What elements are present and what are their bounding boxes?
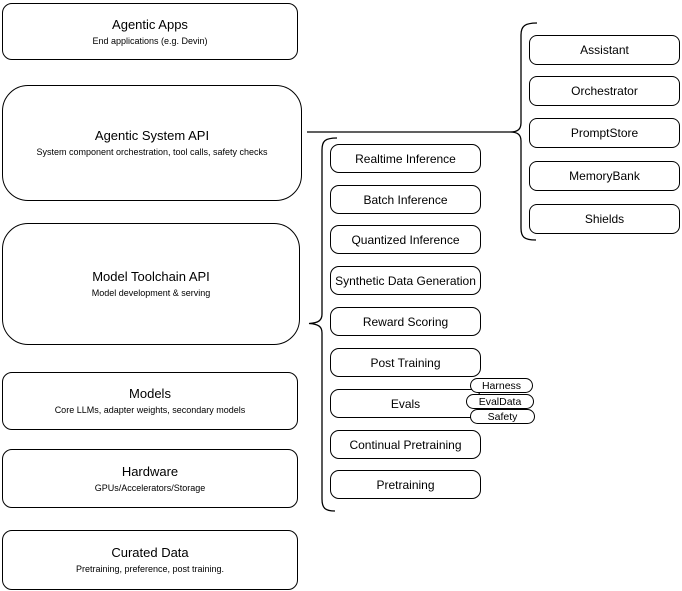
layer-title: Agentic System API bbox=[94, 128, 210, 143]
toolchain-node-post-training: Post Training bbox=[330, 348, 481, 377]
layer-agentic-apps: Agentic Apps End applications (e.g. Devi… bbox=[2, 3, 298, 60]
layer-subtitle: Pretraining, preference, post training. bbox=[75, 564, 225, 574]
layer-subtitle: Core LLMs, adapter weights, secondary mo… bbox=[54, 405, 246, 415]
components-brace bbox=[509, 22, 538, 241]
layer-subtitle: Model development & serving bbox=[91, 288, 211, 298]
layer-title: Curated Data bbox=[111, 545, 189, 560]
toolchain-node-realtime-inference: Realtime Inference bbox=[330, 144, 481, 173]
component-node-memorybank: MemoryBank bbox=[529, 161, 680, 191]
layer-subtitle: GPUs/Accelerators/Storage bbox=[94, 482, 206, 493]
toolchain-node-quantized-inference: Quantized Inference bbox=[330, 225, 481, 254]
toolchain-node-pretraining: Pretraining bbox=[330, 470, 481, 499]
toolchain-node-synthetic-data-generation: Synthetic Data Generation bbox=[330, 266, 481, 295]
toolchain-node-continual-pretraining: Continual Pretraining bbox=[330, 430, 481, 459]
component-node-shields: Shields bbox=[529, 204, 680, 234]
layer-hardware: Hardware GPUs/Accelerators/Storage bbox=[2, 449, 298, 508]
layer-title: Agentic Apps bbox=[112, 16, 188, 32]
component-node-assistant: Assistant bbox=[529, 35, 680, 65]
layer-title: Hardware bbox=[121, 463, 179, 479]
evals-tag-harness: Harness bbox=[470, 378, 533, 393]
component-node-promptstore: PromptStore bbox=[529, 118, 680, 148]
layer-agentic-system-api: Agentic System API System component orch… bbox=[2, 85, 302, 201]
layer-curated-data: Curated Data Pretraining, preference, po… bbox=[2, 530, 298, 590]
toolchain-node-reward-scoring: Reward Scoring bbox=[330, 307, 481, 336]
toolchain-node-evals: Evals bbox=[330, 389, 481, 418]
layer-title: Models bbox=[129, 386, 171, 401]
layer-title: Model Toolchain API bbox=[92, 269, 210, 284]
layer-subtitle: End applications (e.g. Devin) bbox=[92, 35, 208, 46]
toolchain-brace bbox=[308, 137, 338, 512]
layer-models: Models Core LLMs, adapter weights, secon… bbox=[2, 372, 298, 430]
layer-subtitle: System component orchestration, tool cal… bbox=[36, 147, 268, 157]
evals-tag-evaldata: EvalData bbox=[466, 394, 534, 409]
evals-tag-safety: Safety bbox=[470, 409, 535, 424]
component-node-orchestrator: Orchestrator bbox=[529, 76, 680, 106]
layer-model-toolchain-api: Model Toolchain API Model development & … bbox=[2, 223, 300, 345]
toolchain-node-batch-inference: Batch Inference bbox=[330, 185, 481, 214]
